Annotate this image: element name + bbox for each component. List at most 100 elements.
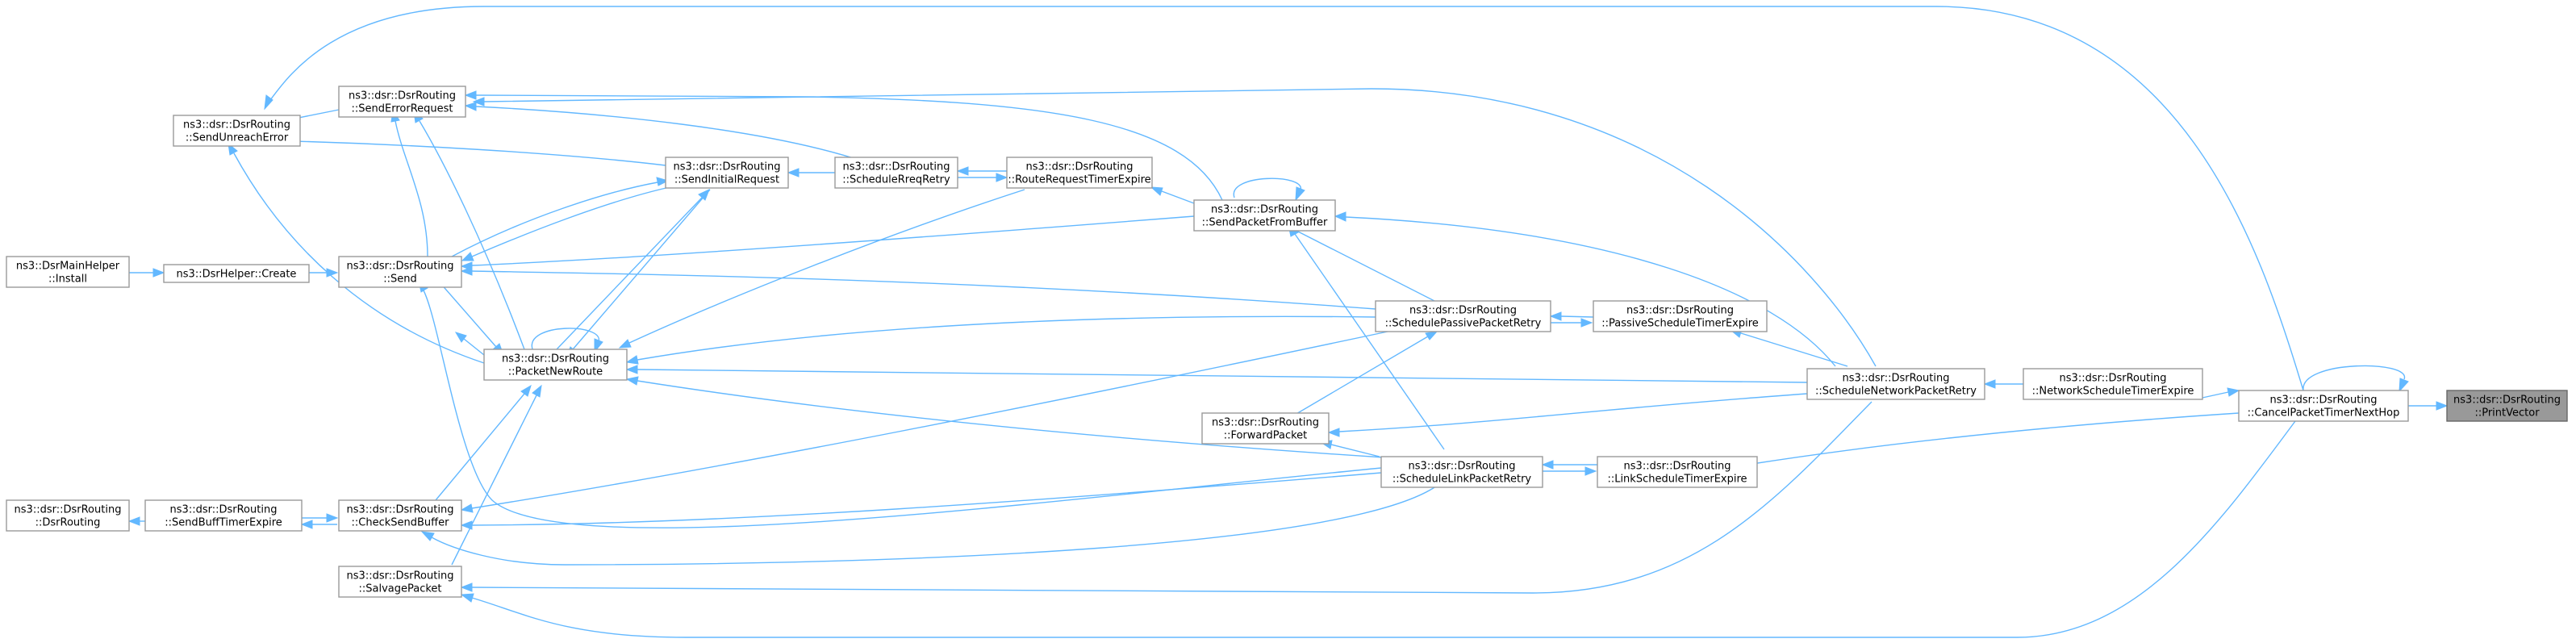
node-label-line: ::SendInitialRequest bbox=[674, 174, 779, 186]
node-box bbox=[2446, 390, 2568, 422]
edge-buffexp-to-ctor bbox=[127, 516, 145, 526]
node-label-line: ::SalvagePacket bbox=[358, 583, 441, 595]
node-label-line: ::Send bbox=[383, 273, 417, 286]
node-box bbox=[665, 157, 789, 189]
node-label-line: ::Install bbox=[48, 273, 87, 286]
node-printvector: ns3::dsr::DsrRouting::PrintVector bbox=[2446, 390, 2568, 422]
node-install[interactable]: ns3::DsrMainHelper::Install bbox=[6, 256, 130, 288]
node-senderr[interactable]: ns3::dsr::DsrRouting::SendErrorRequest bbox=[338, 86, 466, 118]
node-label-line: ns3::dsr::DsrRouting bbox=[183, 119, 290, 132]
edge-cancel-to-salvage bbox=[460, 420, 2296, 638]
node-sendfrombuf[interactable]: ns3::dsr::DsrRouting::SendPacketFromBuff… bbox=[1193, 199, 1336, 232]
node-box bbox=[6, 256, 130, 288]
edge-schednet-to-netsched bbox=[1983, 379, 2023, 389]
edge-checkbuf-to-buffexp bbox=[300, 520, 337, 529]
node-label-line: ns3::DsrHelper::Create bbox=[177, 269, 297, 281]
edge-schedrreq-to-sendinit bbox=[787, 168, 835, 177]
edge-checkbuf-to-pnr bbox=[435, 384, 532, 501]
node-label-line: ns3::dsr::DsrRouting bbox=[347, 504, 454, 516]
edge-schednet-to-salvage bbox=[460, 401, 1873, 594]
node-label-line: ::NetworkScheduleTimerExpire bbox=[2032, 386, 2194, 398]
edge-schedpass-to-passsched bbox=[1551, 318, 1593, 328]
node-box bbox=[338, 86, 466, 118]
node-schednet[interactable]: ns3::dsr::DsrRouting::ScheduleNetworkPac… bbox=[1806, 368, 1985, 400]
edge-sendfrombuf-self-loop bbox=[1233, 177, 1305, 202]
node-label-line: ns3::dsr::DsrRouting bbox=[170, 504, 278, 516]
edge-routereq-to-pnr bbox=[618, 189, 1025, 349]
edge-sendinit-to-send bbox=[461, 186, 670, 261]
node-label-line: ::CancelPacketTimerNextHop bbox=[2248, 407, 2400, 420]
node-linksched[interactable]: ns3::dsr::DsrRouting::LinkScheduleTimerE… bbox=[1597, 456, 1758, 488]
node-box bbox=[1375, 300, 1551, 332]
edge-schedpass-to-sendfrombuf bbox=[1284, 224, 1437, 303]
edge-schednet-to-forward bbox=[1327, 393, 1808, 437]
node-label-line: ::SendBuffTimerExpire bbox=[165, 517, 282, 529]
node-box bbox=[1006, 157, 1153, 189]
node-schedpass[interactable]: ns3::dsr::DsrRouting::SchedulePassivePac… bbox=[1375, 300, 1551, 332]
call-nodes: ns3::dsr::DsrRouting::PrintVectorns3::ds… bbox=[6, 86, 2568, 598]
node-pnr[interactable]: ns3::dsr::DsrRouting::PacketNewRoute bbox=[483, 349, 628, 381]
node-box bbox=[1806, 368, 1985, 400]
node-routereq[interactable]: ns3::dsr::DsrRouting::RouteRequestTimerE… bbox=[1006, 157, 1153, 189]
node-ctor[interactable]: ns3::dsr::DsrRouting::DsrRouting bbox=[6, 499, 130, 532]
edge-passsched-to-schedpass bbox=[1549, 311, 1594, 321]
edge-cancel-to-printvector bbox=[2408, 401, 2449, 411]
node-label-line: ns3::dsr::DsrRouting bbox=[347, 570, 454, 582]
node-label-line: ns3::dsr::DsrRouting bbox=[1409, 461, 1516, 473]
node-schedlink[interactable]: ns3::dsr::DsrRouting::ScheduleLinkPacket… bbox=[1380, 456, 1543, 488]
edge-send-to-pnr bbox=[439, 282, 504, 357]
edge-cancel-to-linksched bbox=[1739, 412, 2240, 470]
node-label-line: ::RouteRequestTimerExpire bbox=[1008, 174, 1150, 186]
node-label-line: ns3::dsr::DsrRouting bbox=[1211, 204, 1318, 216]
node-label-line: ns3::dsr::DsrRouting bbox=[1026, 161, 1134, 173]
edge-send-to-senderr bbox=[390, 109, 428, 257]
edge-salvage-to-pnr bbox=[451, 384, 542, 566]
node-box bbox=[338, 566, 462, 598]
node-label-line: ::SchedulePassivePacketRetry bbox=[1385, 318, 1542, 330]
node-label-line: ns3::dsr::DsrRouting bbox=[1212, 417, 1319, 429]
edge-linksched-to-schedlink bbox=[1541, 460, 1597, 470]
node-netsched[interactable]: ns3::dsr::DsrRouting::NetworkScheduleTim… bbox=[2023, 368, 2203, 400]
edge-pnr-to-unreach bbox=[228, 142, 485, 364]
edge-sendfrombuf-to-send bbox=[460, 215, 1195, 271]
edge-install-to-create bbox=[129, 268, 165, 278]
node-label-line: ns3::dsr::DsrRouting bbox=[1626, 305, 1734, 317]
node-label-line: ::SendPacketFromBuffer bbox=[1202, 217, 1328, 229]
node-sendinit[interactable]: ns3::dsr::DsrRouting::SendInitialRequest bbox=[665, 157, 789, 189]
node-label-line: ::SendErrorRequest bbox=[352, 103, 453, 115]
node-cancel[interactable]: ns3::dsr::DsrRouting::CancelPacketTimerN… bbox=[2238, 390, 2409, 422]
node-send[interactable]: ns3::dsr::DsrRouting::Send bbox=[338, 256, 462, 288]
node-box bbox=[173, 115, 301, 147]
node-label-line: ::ScheduleLinkPacketRetry bbox=[1392, 474, 1532, 486]
node-salvage[interactable]: ns3::dsr::DsrRouting::SalvagePacket bbox=[338, 566, 462, 598]
node-label-line: ns3::dsr::DsrRouting bbox=[1409, 305, 1517, 317]
node-passsched[interactable]: ns3::dsr::DsrRouting::PassiveScheduleTim… bbox=[1593, 300, 1768, 332]
node-label-line: ns3::dsr::DsrRouting bbox=[1843, 373, 1950, 385]
node-box bbox=[2023, 368, 2203, 400]
node-box bbox=[1380, 456, 1543, 488]
edge-schedrreq-to-routereq bbox=[958, 173, 1008, 182]
node-checkbuf[interactable]: ns3::dsr::DsrRouting::CheckSendBuffer bbox=[338, 499, 462, 532]
node-label-line: ::PassiveScheduleTimerExpire bbox=[1601, 318, 1759, 330]
edge-schedlink-to-checkbuf bbox=[460, 472, 1382, 530]
node-label-line: ns3::dsr::DsrRouting bbox=[347, 261, 454, 273]
node-box bbox=[338, 256, 462, 288]
edge-schedlink-to-pnr bbox=[625, 376, 1384, 458]
edge-schedrreq-to-senderr bbox=[464, 102, 864, 162]
node-schedrreq[interactable]: ns3::dsr::DsrRouting::ScheduleRreqRetry bbox=[834, 157, 958, 189]
node-label-line: ns3::dsr::DsrRouting bbox=[674, 161, 781, 173]
node-forward[interactable]: ns3::dsr::DsrRouting::ForwardPacket bbox=[1201, 412, 1330, 445]
edge-schedlink-to-send bbox=[418, 279, 1382, 528]
node-label-line: ::CheckSendBuffer bbox=[352, 517, 450, 529]
node-create[interactable]: ns3::DsrHelper::Create bbox=[163, 264, 310, 283]
node-label-line: ns3::dsr::DsrRouting bbox=[15, 504, 122, 516]
node-box bbox=[2238, 390, 2409, 422]
edge-schednet-to-senderr bbox=[472, 88, 1877, 367]
node-unreach[interactable]: ns3::dsr::DsrRouting::SendUnreachError bbox=[173, 115, 301, 147]
node-box bbox=[338, 499, 462, 532]
edge-buffexp-to-checkbuf bbox=[302, 513, 339, 523]
node-label-line: ::PacketNewRoute bbox=[508, 366, 603, 378]
edge-sendinit-to-unreach bbox=[250, 136, 666, 166]
node-buffexp[interactable]: ns3::dsr::DsrRouting::SendBuffTimerExpir… bbox=[144, 499, 303, 532]
edge-pnr-self-loop bbox=[531, 328, 603, 353]
